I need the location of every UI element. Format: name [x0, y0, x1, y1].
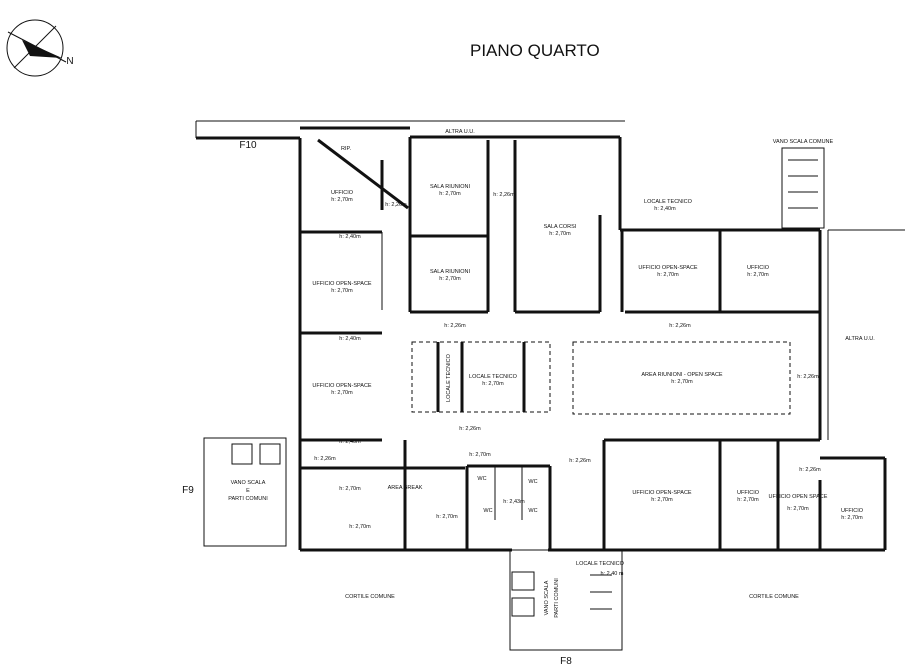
height-corridor-6: h: 2,26m: [459, 426, 481, 432]
room-sala-corsi-h: h: 2,70m: [549, 231, 571, 237]
room-area-break: AREA BREAK: [388, 485, 423, 491]
height-corridor-7: h: 2,70m: [469, 452, 491, 458]
height-corridor-4: h: 2,26m: [444, 323, 466, 329]
height-corridor-3: h: 2,40m: [339, 439, 361, 445]
stair-bottom-label-1: VANO SCALA: [544, 580, 550, 615]
room-locale-tecnico-small: LOCALE TECNICO: [446, 353, 452, 402]
room-open-space-1-h: h: 2,70m: [331, 288, 353, 294]
stair-left: [203, 437, 287, 547]
common-stair-top: [781, 147, 825, 229]
floor-label-f9: F9: [182, 485, 194, 496]
room-open-space-1: UFFICIO OPEN-SPACE: [312, 281, 372, 287]
room-ufficio-1: UFFICIO: [331, 190, 354, 196]
room-ufficio-2: UFFICIO: [747, 265, 770, 271]
room-wc-2: WC: [528, 479, 537, 485]
room-ufficio-4: UFFICIO: [841, 508, 864, 514]
room-corridor-h: h: 2,70m: [349, 524, 371, 530]
stair-left-label-1: VANO SCALA: [231, 480, 266, 486]
height-corridor-11: h: 2,26m: [493, 192, 515, 198]
room-wc-4: WC: [528, 508, 537, 514]
stair-left-label-3: PARTI COMUNI: [228, 496, 268, 502]
room-open-space-4: UFFICIO OPEN-SPACE: [632, 490, 692, 496]
room-sala-riunioni-1-h: h: 2,70m: [439, 191, 461, 197]
height-corridor-13: h: 2,26m: [314, 456, 336, 462]
stair-left-label-2: E: [246, 488, 250, 494]
height-locale-top: h: 2,40m: [654, 206, 676, 212]
room-wc-3: WC: [483, 508, 492, 514]
courtyard-right: CORTILE COMUNE: [749, 594, 799, 600]
room-sala-riunioni-2-h: h: 2,70m: [439, 276, 461, 282]
height-corridor-5: h: 2,26m: [669, 323, 691, 329]
height-corridor-14: h: 2,70m: [339, 486, 361, 492]
height-corridor-1: h: 2,40m: [339, 234, 361, 240]
stair-bottom: [509, 549, 623, 651]
neighbor-right: ALTRA U.U.: [845, 336, 875, 342]
height-locale-bottom: h: 2,40 m: [601, 571, 624, 577]
room-ufficio-open-space: UFFICIO OPEN SPACE: [769, 494, 828, 500]
room-locale-tecnico-mid: LOCALE TECNICO: [469, 374, 518, 380]
room-ufficio-open-space-h: h: 2,70m: [787, 506, 809, 512]
room-ufficio-3: UFFICIO: [737, 490, 760, 496]
height-corridor-9: h: 2,26m: [797, 374, 819, 380]
height-corridor-12: h: 2,26m: [385, 202, 407, 208]
room-open-space-2-h: h: 2,70m: [331, 390, 353, 396]
height-corridor-2: h: 2,40m: [339, 336, 361, 342]
room-rip: RIP.: [341, 146, 351, 152]
room-ufficio-1-h: h: 2,70m: [331, 197, 353, 203]
room-ufficio-3-h: h: 2,70m: [737, 497, 759, 503]
room-open-space-4-h: h: 2,70m: [651, 497, 673, 503]
room-sala-riunioni-1: SALA RIUNIONI: [430, 184, 471, 190]
height-corridor-10: h: 2,26m: [799, 467, 821, 473]
room-locale-tecnico-top: LOCALE TECNICO: [644, 199, 693, 205]
north-compass: N: [6, 19, 74, 77]
neighbor-top: ALTRA U.U.: [445, 129, 475, 135]
plan-title: PIANO QUARTO: [470, 41, 600, 60]
room-open-space-2: UFFICIO OPEN-SPACE: [312, 383, 372, 389]
room-ufficio-4-h: h: 2,70m: [841, 515, 863, 521]
room-locale-tecnico-mid-h: h: 2,70m: [482, 381, 504, 387]
room-sala-riunioni-2: SALA RIUNIONI: [430, 269, 471, 275]
courtyard-left: CORTILE COMUNE: [345, 594, 395, 600]
stair-top-label: VANO SCALA COMUNE: [773, 139, 834, 145]
room-area-riunioni-h: h: 2,70m: [671, 379, 693, 385]
floor-label-f8: F8: [560, 656, 572, 667]
floor-label-f10: F10: [239, 140, 257, 151]
room-ufficio-2-h: h: 2,70m: [747, 272, 769, 278]
room-open-space-3-h: h: 2,70m: [657, 272, 679, 278]
room-wc-1: WC: [477, 476, 486, 482]
stair-bottom-label-2: PARTI COMUNI: [554, 578, 560, 618]
room-open-space-3: UFFICIO OPEN-SPACE: [638, 265, 698, 271]
north-label: N: [66, 56, 73, 67]
room-wc-h: h: 2,43m: [503, 499, 525, 505]
room-sala-corsi: SALA CORSI: [544, 224, 577, 230]
height-corridor-8: h: 2,26m: [569, 458, 591, 464]
room-area-riunioni: AREA RIUNIONI - OPEN SPACE: [641, 372, 723, 378]
room-area-break-h: h: 2,70m: [436, 514, 458, 520]
room-locale-tecnico-bottom: LOCALE TECNICO: [576, 561, 625, 567]
